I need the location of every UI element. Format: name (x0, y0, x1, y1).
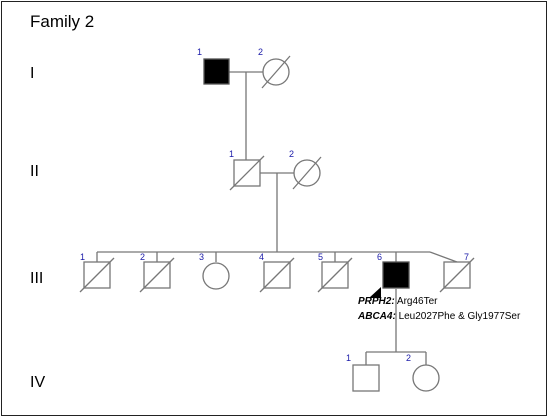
individual-ii-1: 1 (229, 149, 265, 191)
variant-text: Leu2027Phe & Gly1977Ser (398, 311, 521, 322)
affected-male-symbol (382, 261, 410, 289)
deceased-slash (79, 257, 115, 293)
deceased-slash (292, 156, 322, 190)
gene-name: PRPH2: (358, 296, 395, 307)
female-symbol (202, 262, 230, 290)
individual-iii-4: 4 (259, 252, 295, 293)
individual-iii-7: 7 (439, 252, 475, 293)
individual-number: 2 (258, 47, 263, 57)
female-symbol (412, 364, 440, 392)
individual-number: 1 (229, 149, 234, 159)
individual-ii-2: 2 (289, 149, 322, 190)
individual-number: 3 (199, 252, 204, 262)
figure-title: Family 2 (30, 12, 95, 31)
individual-iii-1: 1 (79, 252, 115, 293)
individual-number: 2 (406, 353, 411, 363)
individual-iii-5: 5 (317, 252, 353, 293)
affected-male-symbol (203, 58, 230, 85)
proband-arrow-icon (369, 287, 381, 298)
generation-label-i: I (30, 65, 35, 82)
deceased-slash (439, 257, 475, 293)
individual-number: 7 (464, 252, 469, 262)
individual-number: 4 (259, 252, 264, 262)
generation-label-iii: III (30, 270, 44, 287)
individual-iv-1: 1 (346, 353, 380, 392)
individual-i-1: 1 (197, 47, 230, 85)
variant-annotation-prph2: PRPH2: Arg46Ter (358, 296, 438, 307)
deceased-slash (261, 55, 291, 89)
individual-number: 1 (80, 252, 85, 262)
individual-iii-2: 2 (139, 252, 175, 293)
gene-name: ABCA4: (358, 311, 396, 322)
individual-iii-6-proband: 6 (369, 252, 410, 298)
sibship-diagonal-iii-7 (429, 251, 458, 263)
variant-annotation-abca4: ABCA4: Leu2027Phe & Gly1977Ser (358, 311, 520, 322)
individual-number: 6 (377, 252, 382, 262)
individual-number: 1 (346, 353, 351, 363)
individual-i-2: 2 (258, 47, 291, 89)
individual-iv-2: 2 (406, 353, 440, 392)
deceased-slash (229, 155, 265, 191)
individual-number: 2 (289, 149, 294, 159)
individual-number: 2 (140, 252, 145, 262)
generation-label-ii: II (30, 163, 39, 180)
pedigree-lines (96, 71, 458, 365)
deceased-slash (259, 257, 295, 293)
deceased-slash (317, 257, 353, 293)
variant-text: Arg46Ter (396, 296, 438, 307)
individual-iii-3: 3 (199, 252, 230, 290)
deceased-slash (139, 257, 175, 293)
individual-number: 5 (318, 252, 323, 262)
generation-label-iv: IV (30, 374, 46, 391)
male-symbol (352, 364, 380, 392)
individual-number: 1 (197, 47, 202, 57)
